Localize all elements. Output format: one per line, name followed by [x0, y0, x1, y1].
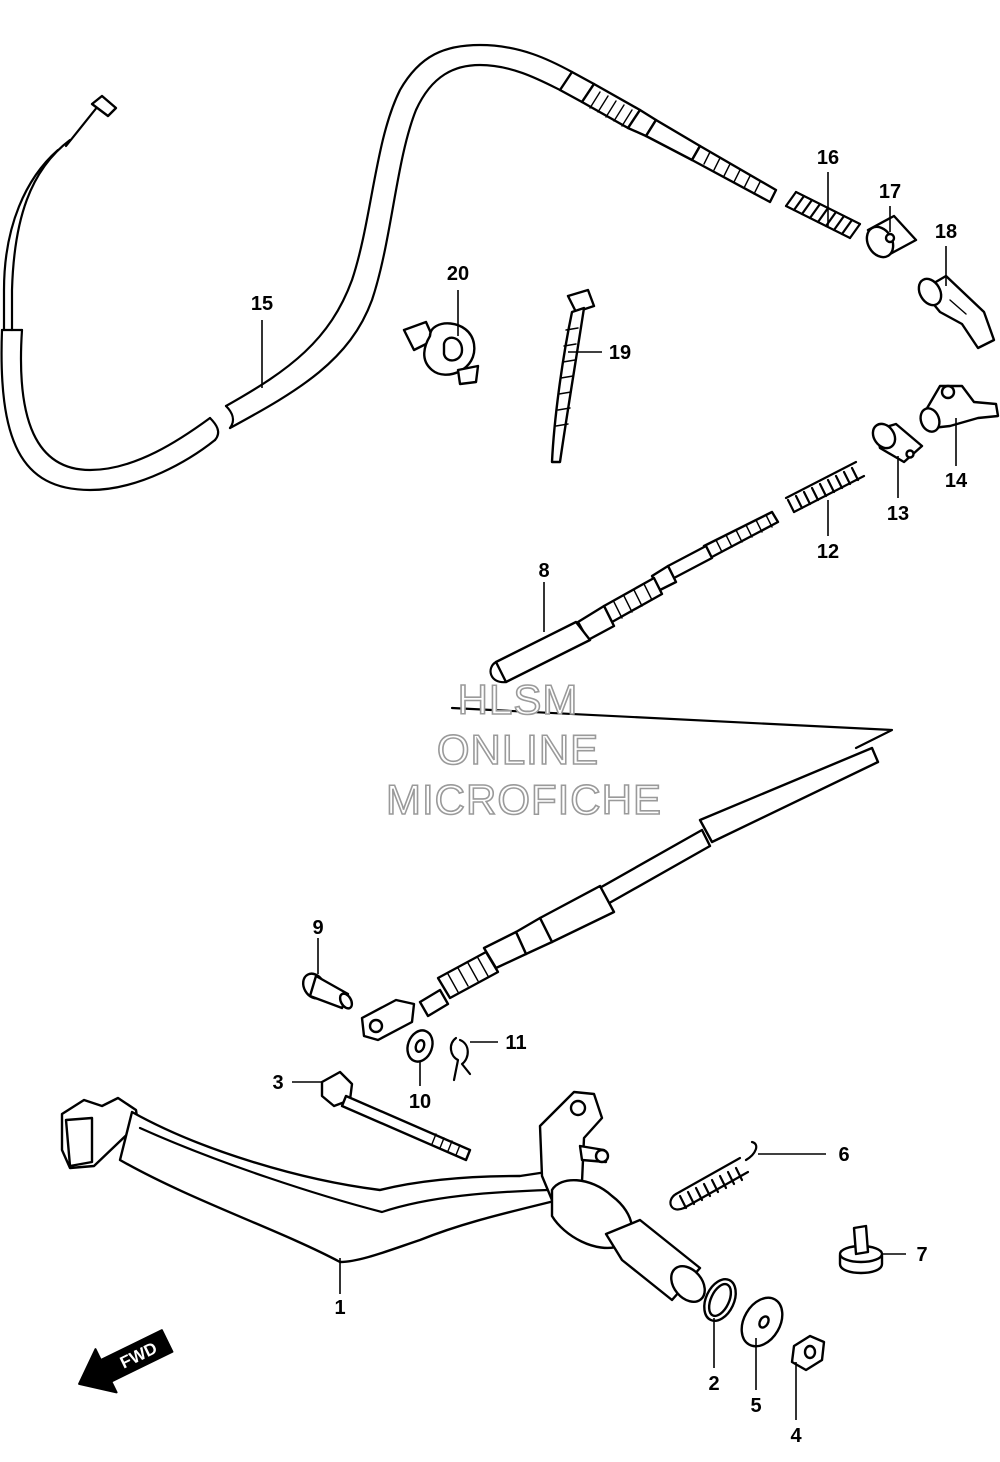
part-12-spring [784, 460, 866, 514]
part-2-o-ring [703, 1278, 737, 1322]
callout-8: 8 [538, 560, 549, 582]
watermark-line-2: ONLINE [437, 726, 599, 773]
part-8-cable [360, 510, 894, 1042]
callout-9: 9 [312, 917, 323, 939]
callout-17: 17 [879, 181, 901, 203]
callout-16: 16 [817, 147, 839, 169]
part-10-washer [406, 1029, 434, 1063]
part-9-pin [301, 972, 354, 1010]
part-5-washer [740, 1296, 784, 1348]
callout-12: 12 [817, 541, 839, 563]
callout-labels: 15 20 19 16 17 18 14 13 12 8 9 10 11 3 6… [251, 147, 968, 1447]
part-3-bolt [320, 1070, 472, 1162]
part-20-clamp [402, 320, 480, 386]
fwd-arrow-icon: FWD [78, 1329, 174, 1394]
callout-2: 2 [708, 1373, 719, 1395]
callout-5: 5 [750, 1395, 761, 1417]
watermark-line-3: MICROFICHE [386, 776, 662, 823]
part-16-spring [784, 190, 862, 240]
part-18-fitting [917, 274, 996, 350]
callout-19: 19 [609, 342, 631, 364]
callout-3: 3 [272, 1072, 283, 1094]
callout-14: 14 [945, 470, 968, 492]
part-7-adjuster [838, 1224, 884, 1275]
part-15-cable [0, 43, 778, 492]
callout-15: 15 [251, 293, 273, 315]
callout-18: 18 [935, 221, 957, 243]
callout-20: 20 [447, 263, 469, 285]
callout-4: 4 [790, 1425, 802, 1447]
part-13-sleeve [871, 422, 924, 464]
callout-13: 13 [887, 503, 909, 525]
part-4-nut [790, 1334, 826, 1372]
part-11-cotter-pin [449, 1036, 472, 1082]
watermark-line-1: HLSM [458, 676, 579, 723]
callout-7: 7 [916, 1244, 927, 1266]
watermark: HLSM ONLINE MICROFICHE [385, 675, 662, 824]
leader-lines [261, 172, 957, 1420]
part-17-sleeve [865, 214, 918, 259]
part-19-cable-tie [550, 288, 596, 464]
part-6-spring [669, 1140, 758, 1211]
callout-10: 10 [409, 1091, 431, 1113]
part-14-fitting [919, 384, 1000, 433]
part-1-pedal [60, 1090, 706, 1303]
callout-1: 1 [334, 1297, 345, 1319]
callout-6: 6 [838, 1144, 849, 1166]
callout-11: 11 [505, 1032, 526, 1054]
